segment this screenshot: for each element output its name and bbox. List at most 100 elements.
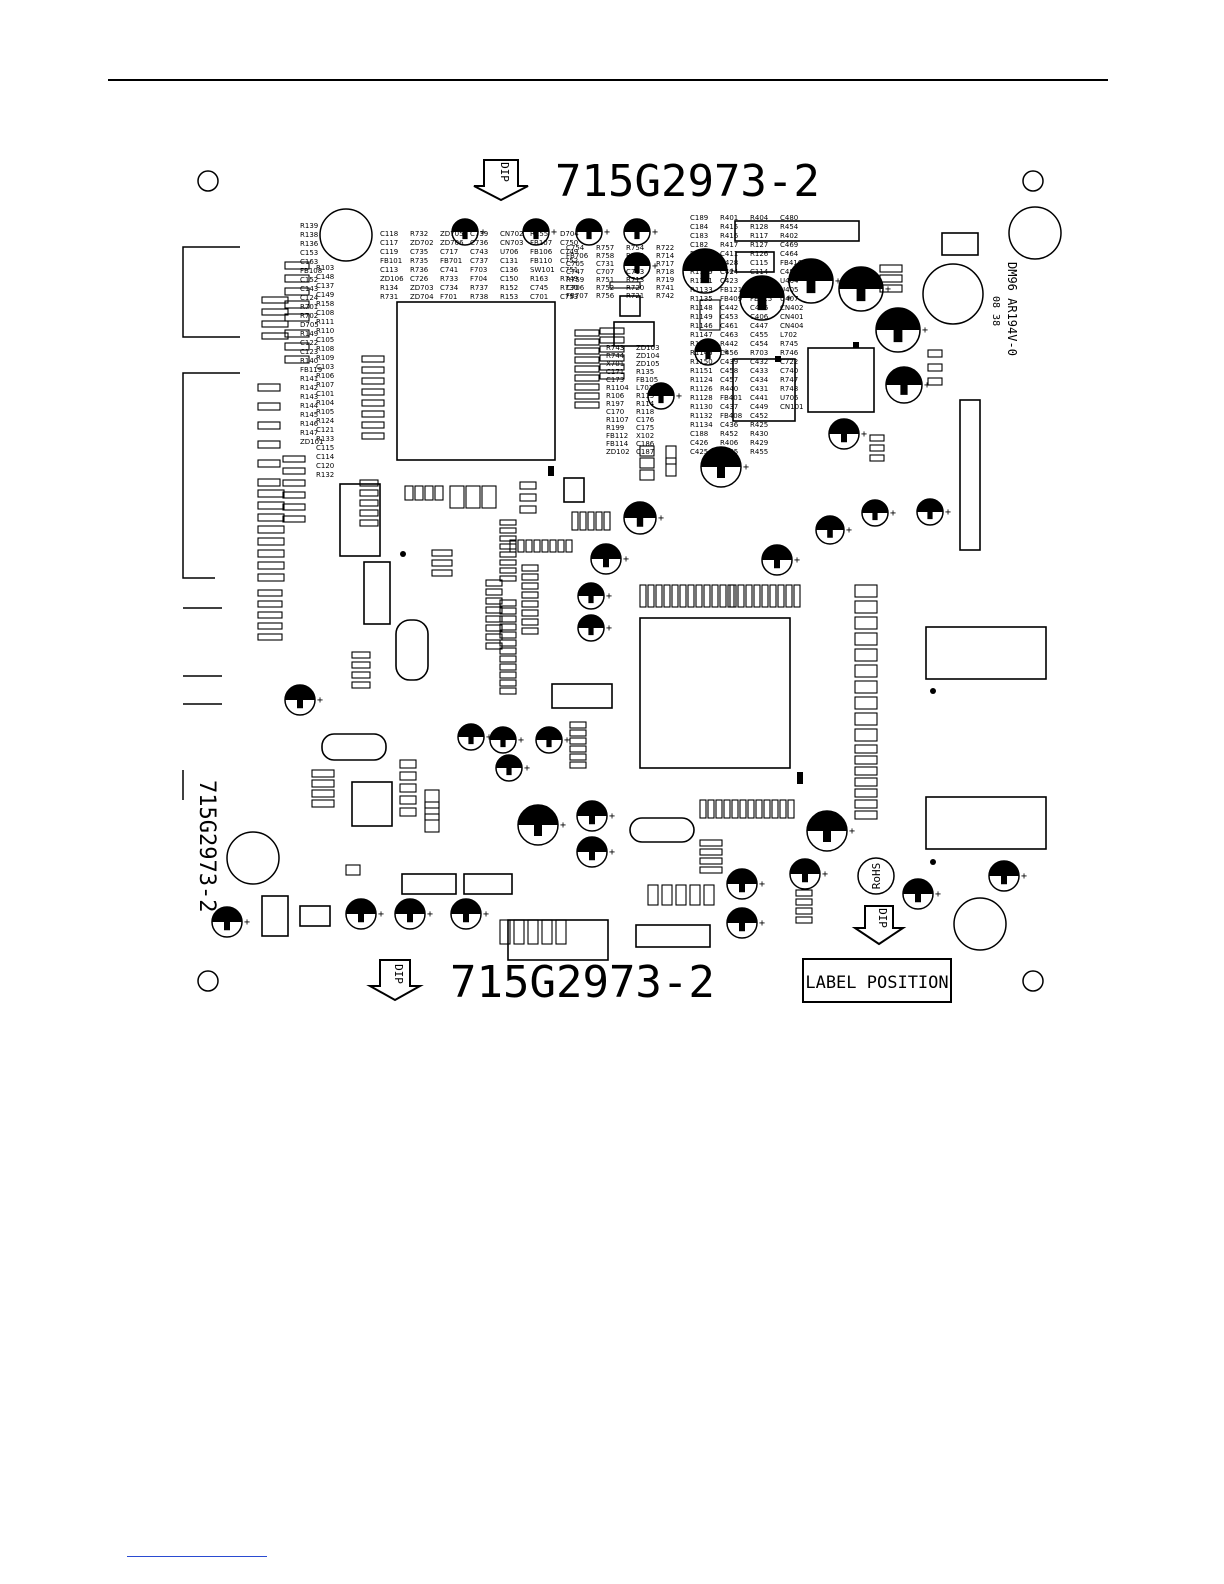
capacitors: ++++++++++++++++++++++++++++++++++++++++… xyxy=(211,218,1027,939)
smd-part xyxy=(257,549,285,558)
smd-part xyxy=(359,479,379,487)
smd-part xyxy=(282,491,306,499)
smd-part xyxy=(284,313,310,322)
electrolytic-capacitor: + xyxy=(590,543,629,575)
smd-part xyxy=(499,535,517,542)
ref-designator: R425 xyxy=(750,421,768,429)
smd-part xyxy=(521,600,539,608)
smd-part xyxy=(361,377,385,385)
ref-designator: R440 xyxy=(720,385,738,393)
ref-designator: R752 xyxy=(596,284,614,292)
ref-designator: C124 xyxy=(300,294,319,302)
smd-part xyxy=(519,505,537,514)
ref-designator: FB120 xyxy=(750,286,772,294)
svg-text:+: + xyxy=(623,554,629,565)
smd-part xyxy=(282,455,306,463)
d705 xyxy=(941,232,979,256)
smd-part xyxy=(351,671,371,679)
ref-designator: C117 xyxy=(380,239,398,247)
ref-designator: R197 xyxy=(606,400,624,408)
ref-designator: D704 xyxy=(560,230,579,238)
smd-part xyxy=(257,402,281,411)
ref-designator: FB101 xyxy=(380,257,402,265)
smd-part xyxy=(499,559,517,566)
smd-part xyxy=(521,609,539,617)
f702 xyxy=(299,905,331,927)
svg-text:+: + xyxy=(723,347,729,358)
smd-part xyxy=(261,296,289,304)
smd-part xyxy=(424,801,440,821)
ref-designator: R133 xyxy=(316,435,334,443)
smd-part xyxy=(599,327,625,335)
screw-pad-mid-right xyxy=(922,263,984,325)
ref-designator: C734 xyxy=(440,284,459,292)
ref-designator: R1134 xyxy=(690,421,713,429)
ref-designator: R114 xyxy=(636,400,655,408)
ref-designator: C108 xyxy=(316,309,334,317)
ref-designator: C463 xyxy=(720,331,738,339)
electrolytic-capacitor: + xyxy=(577,614,612,642)
svg-text:+: + xyxy=(604,227,610,238)
smd-part xyxy=(745,584,753,608)
ref-designator: C452 xyxy=(750,412,768,420)
ref-designator: R108 xyxy=(316,345,334,353)
electrolytic-capacitor: + xyxy=(700,446,749,488)
electrolytic-capacitor: + xyxy=(789,858,828,890)
electrolytic-capacitor: + xyxy=(517,804,566,846)
ref-designator: FB113 xyxy=(750,277,772,285)
smd-part xyxy=(499,615,517,623)
ref-designator: R1130 xyxy=(690,403,713,411)
smd-part xyxy=(603,511,611,531)
ref-designator: CN702 xyxy=(500,230,524,238)
f704 xyxy=(463,873,513,895)
smd-part xyxy=(359,489,379,497)
ref-designator: C432 xyxy=(750,358,768,366)
ref-designator: R743 xyxy=(606,344,624,352)
smd-part xyxy=(361,388,385,396)
ref-designator: R721 xyxy=(626,292,644,300)
ref-designator: C449 xyxy=(750,403,768,411)
ref-designator: U706 xyxy=(500,248,519,256)
mount-hole-br xyxy=(1022,970,1044,992)
ref-designator: R1129 xyxy=(690,268,713,276)
ref-designator: C113 xyxy=(380,266,398,274)
smd-part xyxy=(639,445,655,457)
ref-designator: C173 xyxy=(606,376,624,384)
svg-text:+: + xyxy=(524,763,530,774)
smd-part xyxy=(517,539,525,553)
smd-part xyxy=(854,584,878,598)
smd-part xyxy=(737,584,745,608)
smd-part xyxy=(509,539,517,553)
mount-hole-tl xyxy=(197,170,219,192)
svg-text:+: + xyxy=(551,227,557,238)
svg-text:+: + xyxy=(922,325,928,336)
reference-designators: R139R138R136C153C163FB108C152C143C124R70… xyxy=(300,214,804,479)
ic-u405-top xyxy=(925,626,1047,680)
smd-part xyxy=(485,624,503,632)
smd-part xyxy=(699,866,723,874)
ref-designator: R717 xyxy=(656,260,674,268)
smd-part xyxy=(763,799,771,819)
electrolytic-capacitor: + xyxy=(451,218,486,246)
ref-designator: R158 xyxy=(316,300,334,308)
smd-part xyxy=(525,539,533,553)
electrolytic-capacitor: + xyxy=(694,338,729,366)
smd-part xyxy=(533,539,541,553)
ref-designator: R415 xyxy=(720,223,738,231)
electrolytic-capacitor: + xyxy=(761,544,800,576)
ref-designator: FB401 xyxy=(720,394,742,402)
ref-designator: C163 xyxy=(300,258,318,266)
ref-designator: R145 xyxy=(300,411,318,419)
ref-designator: C187 xyxy=(636,448,654,456)
ref-designator: R714 xyxy=(656,252,675,260)
ref-designator: C143 xyxy=(300,285,318,293)
ref-designator: C469 xyxy=(780,241,798,249)
ref-designator: R136 xyxy=(300,240,319,248)
ic-u701 xyxy=(807,347,875,413)
ref-designator: R1107 xyxy=(606,416,629,424)
smd-part xyxy=(519,493,537,502)
ref-designator: ZD103 xyxy=(636,344,660,352)
ref-designator: C441 xyxy=(750,394,768,402)
ref-designator: C454 xyxy=(750,340,769,348)
ref-designator: ZD702 xyxy=(410,239,434,247)
